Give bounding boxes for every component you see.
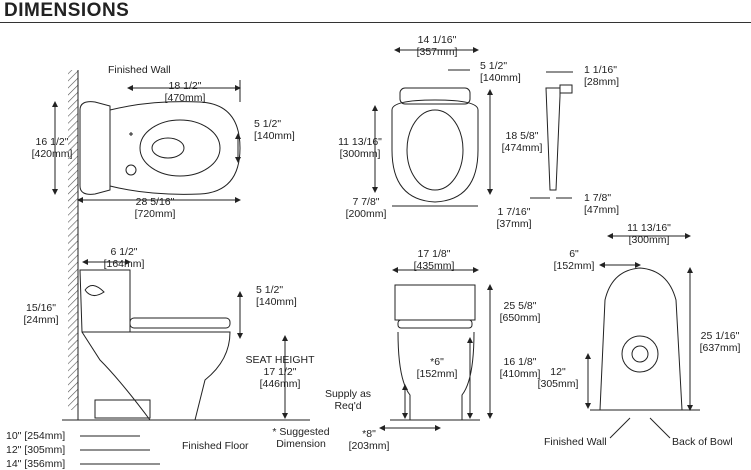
side-lip-label: 15/16"[24mm] (16, 302, 66, 326)
finished-floor-label: Finished Floor (182, 440, 249, 452)
plan-hole-in: 5 1/2" (254, 118, 282, 130)
back-width-mm: [300mm] (628, 234, 670, 246)
back-of-bowl-label: Back of Bowl (672, 436, 733, 448)
rough-in-10: 10" [254mm] (6, 430, 66, 442)
seat-side-top-mm: [28mm] (584, 76, 620, 88)
seat-hinge-in: 5 1/2" (480, 60, 508, 72)
seat-height-mm: [446mm] (259, 378, 301, 390)
back-width-in: 11 13/16" (627, 222, 671, 234)
plan-depth-mm: [420mm] (31, 148, 73, 160)
back-height-label: 25 1/16"[637mm] (692, 330, 748, 354)
back-width-label: 11 13/16"[300mm] (616, 222, 682, 246)
back-height-mm: [637mm] (699, 342, 741, 354)
front-width-in: 17 1/8" (417, 248, 451, 260)
seat-bottom-in: 7 7/8" (352, 196, 380, 208)
front-width-mm: [435mm] (413, 260, 455, 272)
side-seat-in: 5 1/2" (256, 284, 284, 296)
supply-height-mm: [152mm] (416, 368, 458, 380)
side-seat-mm: [140mm] (256, 296, 297, 308)
supply-offset-mm: [203mm] (348, 440, 390, 452)
seat-hinge-label: 5 1/2"[140mm] (480, 60, 521, 84)
seat-side-left-in: 1 7/16" (497, 206, 531, 218)
supply-offset-in: *8" (362, 428, 376, 440)
plan-depth-in: 16 1/2" (35, 136, 69, 148)
front-height-in: 25 5/8" (503, 300, 537, 312)
back-6-in: 6" (569, 248, 579, 260)
plan-depth-label: 16 1/2"[420mm] (22, 136, 82, 160)
suggested-line2: Dimension (276, 438, 326, 450)
seat-bottom-mm: [200mm] (345, 208, 387, 220)
back-12-in: 12" (550, 366, 566, 378)
seat-open-mm: [300mm] (339, 148, 381, 160)
seat-length-in: 18 5/8" (505, 130, 539, 142)
supply-line1: Supply as (324, 388, 372, 400)
rough-in-12: 12" [305mm] (6, 444, 66, 456)
back-6-mm: [152mm] (553, 260, 595, 272)
page-title: DIMENSIONS (4, 0, 130, 21)
seat-plan (372, 47, 493, 207)
side-tank-label: 6 1/2"[164mm] (94, 246, 154, 270)
seat-side-bot-in: 1 7/8" (584, 192, 612, 204)
finished-wall-bottom-label: Finished Wall (544, 436, 607, 448)
back-6-label: 6"[152mm] (550, 248, 598, 272)
front-bowl-label: 16 1/8"[410mm] (492, 356, 548, 380)
plan-length-mm: [720mm] (134, 208, 176, 220)
supply-offset-label: *8"[203mm] (344, 428, 394, 452)
seat-side-left-mm: [37mm] (496, 218, 532, 230)
seat-side-top-in: 1 1/16" (584, 64, 617, 76)
plan-width-label: 18 1/2"[470mm] (150, 80, 220, 104)
suggested-line1: * Suggested (272, 426, 330, 438)
seat-open-label: 11 13/16"[300mm] (330, 136, 390, 160)
back-height-in: 25 1/16" (700, 330, 740, 342)
supply-height-label: *6"[152mm] (412, 356, 462, 380)
plan-length-in: 28 5/16" (135, 196, 175, 208)
plan-view (52, 70, 241, 410)
side-tank-mm: [164mm] (103, 258, 145, 270)
back-elevation (585, 233, 700, 439)
plan-width-in: 18 1/2" (168, 80, 202, 92)
front-width-label: 17 1/8"[435mm] (404, 248, 464, 272)
finished-wall-top-label: Finished Wall (108, 64, 171, 76)
side-tank-in: 6 1/2" (110, 246, 138, 258)
seat-width-in: 14 1/16" (417, 34, 457, 46)
back-12-mm: [305mm] (537, 378, 579, 390)
seat-side (530, 71, 573, 199)
seat-side-top-label: 1 1/16"[28mm] (584, 64, 619, 88)
supply-height-in: *6" (430, 356, 444, 368)
seat-width-label: 14 1/16"[357mm] (402, 34, 472, 58)
plan-hole-label: 5 1/2"[140mm] (254, 118, 295, 142)
plan-length-label: 28 5/16"[720mm] (120, 196, 190, 220)
seat-bottom-label: 7 7/8"[200mm] (338, 196, 394, 220)
front-elevation (379, 267, 493, 431)
seat-length-mm: [474mm] (501, 142, 543, 154)
side-lip-in: 15/16" (25, 302, 56, 314)
seat-side-bot-mm: [47mm] (584, 204, 620, 216)
front-bowl-in: 16 1/8" (503, 356, 537, 368)
seat-side-left-label: 1 7/16"[37mm] (486, 206, 542, 230)
seat-width-mm: [357mm] (416, 46, 458, 58)
side-seat-label: 5 1/2"[140mm] (256, 284, 297, 308)
supply-line2: Req'd (334, 400, 362, 412)
seat-side-bot-label: 1 7/8"[47mm] (584, 192, 619, 216)
seat-length-label: 18 5/8"[474mm] (494, 130, 550, 154)
plan-width-mm: [470mm] (164, 92, 206, 104)
title-divider (0, 22, 751, 23)
front-height-label: 25 5/8"[650mm] (492, 300, 548, 324)
seat-hinge-mm: [140mm] (480, 72, 521, 84)
front-bowl-mm: [410mm] (499, 368, 541, 380)
rough-in-14: 14" [356mm] (6, 458, 66, 470)
seat-height-title: SEAT HEIGHT (245, 354, 315, 366)
seat-open-in: 11 13/16" (338, 136, 382, 148)
seat-height-in: 17 1/2" (263, 366, 297, 378)
side-elevation (62, 259, 310, 465)
back-12-label: 12"[305mm] (530, 366, 586, 390)
side-lip-mm: [24mm] (23, 314, 59, 326)
front-height-mm: [650mm] (499, 312, 541, 324)
plan-hole-mm: [140mm] (254, 130, 295, 142)
